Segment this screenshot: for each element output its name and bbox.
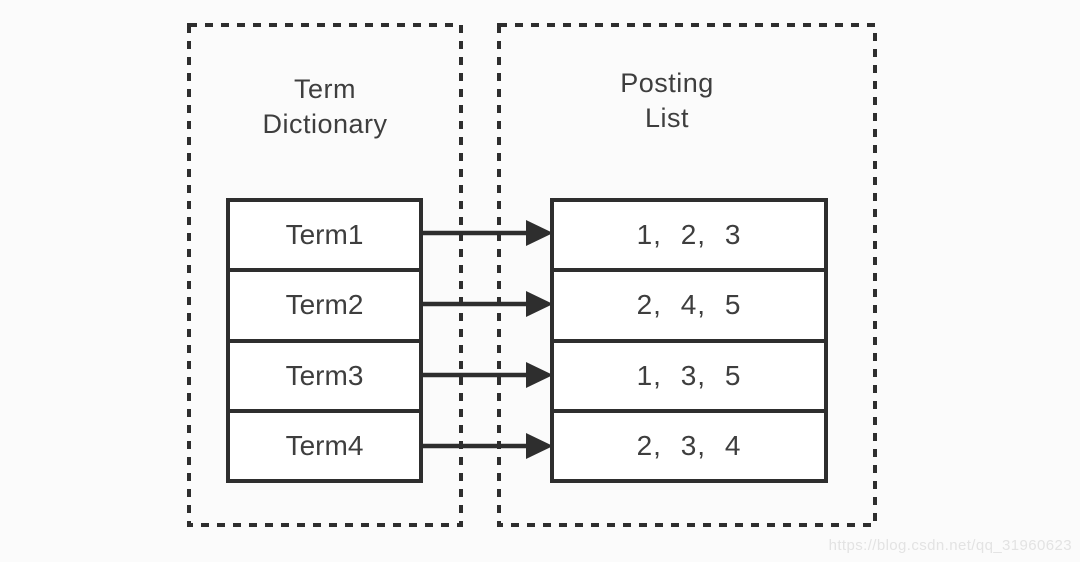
- watermark: https://blog.csdn.net/qq_31960623: [828, 537, 1072, 554]
- posting-list-title-line2: List: [644, 103, 690, 133]
- term-row: Term4: [230, 408, 419, 479]
- posting-row: 2, 4, 5: [554, 268, 824, 339]
- term-row: Term2: [230, 268, 419, 339]
- arrowhead-icon: [526, 362, 553, 388]
- term-dictionary-dashed-border: [187, 23, 463, 527]
- posting-list-dashed-border: [497, 23, 877, 527]
- term-dictionary-title-line1: Term: [294, 74, 356, 104]
- arrow-term1-to-posting1: [421, 220, 553, 246]
- arrowhead-icon: [526, 220, 553, 246]
- arrow-term4-to-posting4: [421, 433, 553, 459]
- arrow-term3-to-posting3: [421, 362, 553, 388]
- arrowhead-icon: [526, 291, 553, 317]
- term-row: Term3: [230, 338, 419, 409]
- term-dictionary-title-line2: Dictionary: [262, 109, 388, 139]
- posting-list-title: Posting List: [497, 66, 837, 136]
- term-dictionary-table: Term1 Term2 Term3 Term4: [226, 198, 423, 483]
- posting-row: 2, 3, 4: [554, 408, 824, 479]
- term-dictionary-title: Term Dictionary: [187, 72, 463, 142]
- posting-list-title-line1: Posting: [620, 68, 714, 98]
- posting-row: 1, 2, 3: [554, 202, 824, 269]
- arrow-term2-to-posting2: [421, 291, 553, 317]
- arrowhead-icon: [526, 433, 553, 459]
- posting-list-table: 1, 2, 3 2, 4, 5 1, 3, 5 2, 3, 4: [550, 198, 828, 483]
- term-row: Term1: [230, 202, 419, 269]
- posting-row: 1, 3, 5: [554, 338, 824, 409]
